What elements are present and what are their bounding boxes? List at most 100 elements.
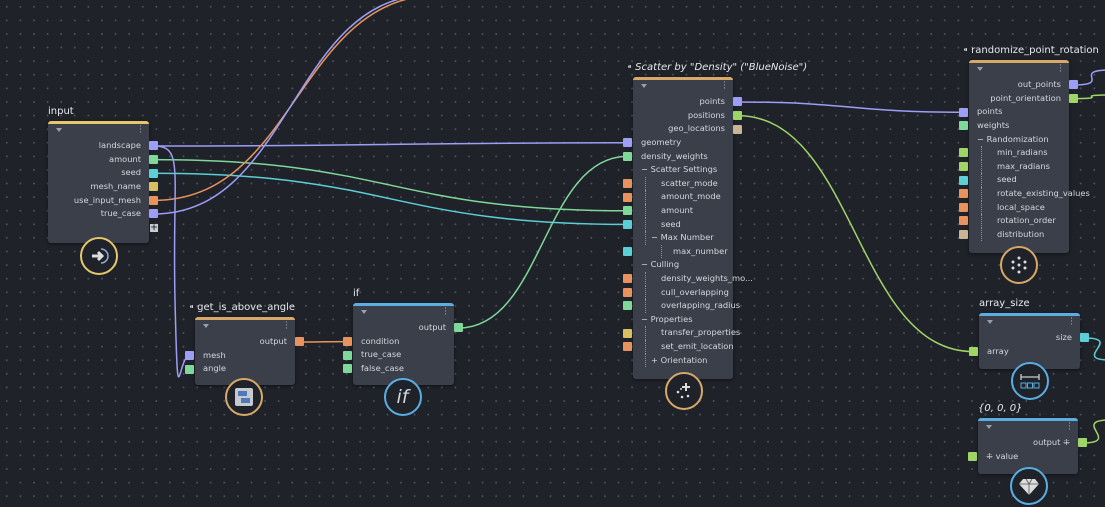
pin-green[interactable]	[343, 364, 352, 374]
collapse-triangle-icon[interactable]	[977, 67, 983, 71]
pin-cyan[interactable]	[623, 219, 632, 229]
pin-orange[interactable]	[295, 337, 304, 347]
pin-tan[interactable]	[733, 124, 742, 134]
pin-orange[interactable]	[623, 287, 632, 297]
wire-blue[interactable]	[153, 0, 431, 215]
pin-blue[interactable]	[149, 141, 158, 151]
pin-orange[interactable]	[623, 274, 632, 284]
pin-green[interactable]	[454, 323, 463, 333]
collapse-triangle-icon[interactable]	[361, 310, 367, 314]
pin-yellow[interactable]	[149, 182, 158, 192]
node-menu-icon[interactable]: ···	[1059, 61, 1062, 77]
wire-blue[interactable]	[153, 142, 628, 147]
pin-row: true_case	[48, 207, 158, 221]
pin-blue[interactable]	[959, 107, 968, 117]
pin-row: point_orientation	[969, 92, 1078, 106]
pin-lime[interactable]	[733, 111, 742, 121]
pin-blue[interactable]	[1069, 80, 1078, 90]
wire-blue[interactable]	[737, 101, 964, 113]
wire-lime[interactable]	[1073, 94, 1105, 100]
wire-lime[interactable]	[1082, 419, 1105, 444]
collapse-triangle-icon[interactable]	[203, 324, 209, 328]
diamond-icon[interactable]	[1009, 466, 1048, 505]
pin-blue[interactable]	[149, 209, 158, 219]
scatter-icon[interactable]	[664, 371, 703, 410]
pin-green[interactable]	[959, 121, 968, 131]
node-title: ⁌ get_is_above_angle	[189, 302, 295, 313]
array-icon[interactable]	[1010, 361, 1049, 400]
node-menu-icon[interactable]: ···	[1068, 419, 1071, 435]
node-menu-icon[interactable]: ···	[1070, 314, 1073, 330]
wire-green[interactable]	[458, 155, 628, 329]
pin-row: scatter_mode	[623, 176, 733, 191]
pin-cyan[interactable]	[623, 247, 632, 257]
pin-cyan[interactable]	[149, 168, 158, 178]
pin-orange[interactable]	[623, 192, 632, 202]
collapse-triangle-icon[interactable]	[986, 425, 992, 429]
pin-lime[interactable]	[968, 452, 977, 462]
pin-tan[interactable]	[959, 230, 968, 240]
subgraph-icon[interactable]	[224, 377, 263, 416]
wire-green[interactable]	[153, 158, 628, 212]
pin-row: min_radians	[959, 146, 1069, 160]
pin-blue[interactable]	[185, 351, 194, 361]
collapse-triangle-icon[interactable]	[56, 128, 62, 132]
pin-orange[interactable]	[959, 189, 968, 199]
pin-cyan[interactable]	[959, 175, 968, 185]
wire-blue[interactable]	[1073, 69, 1105, 86]
node-header-bar	[979, 313, 1080, 316]
add-output-button[interactable]: +	[150, 222, 158, 233]
pin-orange[interactable]	[343, 337, 352, 347]
pin-green[interactable]	[623, 206, 632, 216]
node-menu-icon[interactable]: ···	[139, 122, 142, 138]
pin-blue[interactable]	[733, 97, 742, 107]
pin-lime[interactable]	[959, 148, 968, 158]
node-menu-icon[interactable]: ···	[285, 318, 288, 334]
pin-label: − Culling	[641, 259, 680, 270]
wire-blue[interactable]	[153, 145, 190, 378]
random-dots-icon[interactable]	[999, 245, 1038, 284]
pin-yellow[interactable]	[623, 328, 632, 338]
pin-green[interactable]	[343, 350, 352, 360]
pin-orange[interactable]	[959, 202, 968, 212]
pin-label: size	[1055, 332, 1072, 343]
pin-label: output	[259, 336, 287, 347]
tree-line	[645, 285, 646, 300]
pin-lime[interactable]	[969, 347, 978, 357]
pin-orange[interactable]	[149, 195, 158, 205]
node-title: {0, 0, 0}	[978, 403, 1023, 414]
node-menu-icon[interactable]: ···	[723, 78, 726, 94]
arrow-right-icon[interactable]	[79, 236, 118, 275]
pin-cyan[interactable]	[1080, 333, 1089, 343]
tree-line	[645, 231, 646, 245]
pin-green[interactable]	[185, 364, 194, 374]
node-scatter[interactable]: ⁌ Scatter by "Density" ("BlueNoise")···p…	[623, 62, 807, 379]
node-constant[interactable]: {0, 0, 0}···output ⁜⁜ value	[968, 403, 1087, 474]
pin-lime[interactable]	[1078, 438, 1087, 448]
pin-orange[interactable]	[959, 216, 968, 226]
wire-lime[interactable]	[737, 114, 974, 353]
pin-row: use_input_mesh	[48, 194, 158, 208]
if-icon[interactable]: if	[383, 377, 422, 416]
collapse-triangle-icon[interactable]	[987, 320, 993, 324]
collapse-triangle-icon[interactable]	[641, 84, 647, 88]
pin-label: transfer_properties	[661, 327, 741, 338]
pin-orange[interactable]	[623, 342, 632, 352]
pin-label: local_space	[997, 201, 1045, 212]
pin-row: amount	[623, 204, 733, 218]
wire-orange[interactable]	[153, 0, 441, 202]
pin-lime[interactable]	[959, 162, 968, 172]
wire-cyan[interactable]	[1084, 337, 1105, 361]
pin-orange[interactable]	[623, 179, 632, 189]
pin-blue[interactable]	[623, 138, 632, 148]
pin-green[interactable]	[623, 151, 632, 161]
pin-green[interactable]	[623, 301, 632, 311]
pin-green[interactable]	[149, 155, 158, 165]
node-menu-icon[interactable]: ···	[444, 304, 447, 320]
pin-lime[interactable]	[1069, 94, 1078, 104]
